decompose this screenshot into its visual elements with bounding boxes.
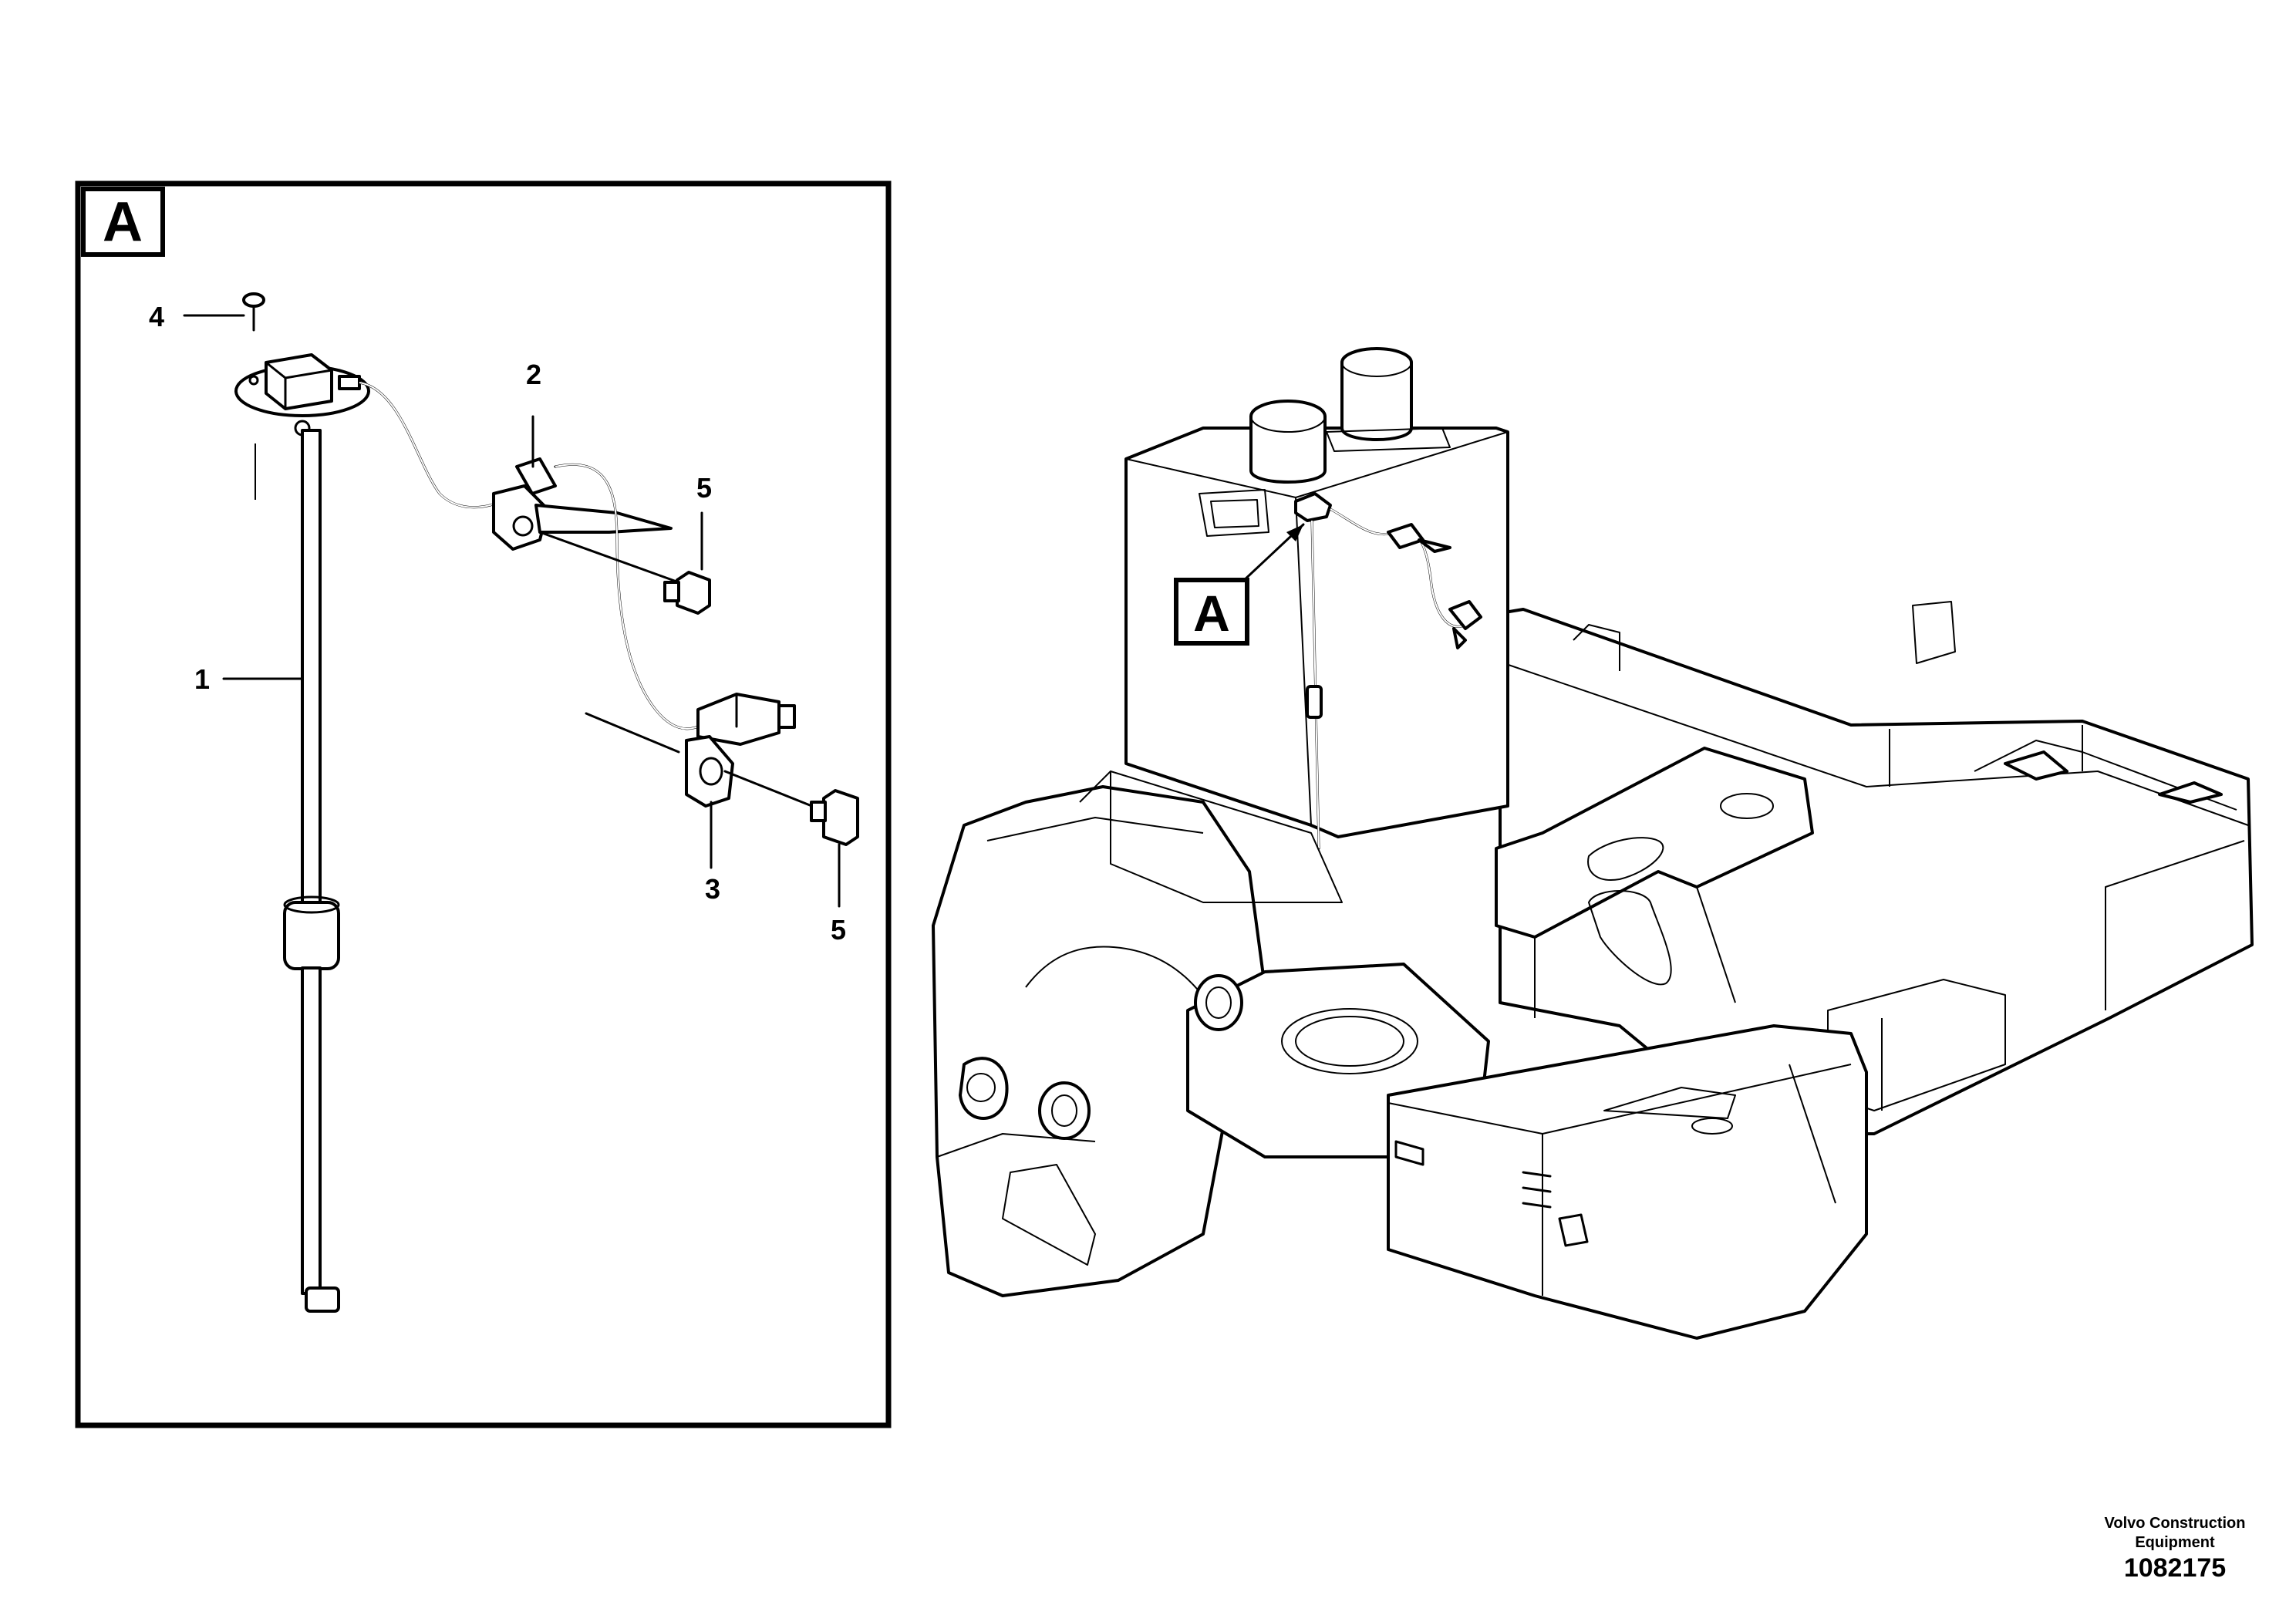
callout-5-upper: 5 [696, 472, 712, 504]
part-3-bracket [685, 735, 819, 869]
part-1-level-sensor [222, 353, 534, 1313]
part-5-bolt-upper [663, 511, 711, 615]
footer-drawing-number: 1082175 [2123, 1553, 2227, 1583]
part-4-screw [183, 292, 265, 332]
callout-3: 3 [705, 873, 720, 905]
detail-view-a: A [75, 180, 892, 1428]
callout-4: 4 [149, 301, 164, 332]
counterweight [1387, 1024, 1868, 1340]
callout-5-lower: 5 [831, 914, 846, 946]
front-frame [932, 785, 1266, 1297]
detail-frame [75, 180, 892, 1428]
fuel-tank [1124, 347, 1509, 850]
rear-frame [1499, 608, 2254, 1135]
part-2-cable-clip [492, 415, 703, 730]
view-marker-label: A [1193, 585, 1230, 642]
footer-company-line2: Equipment [2135, 1534, 2215, 1551]
callout-1: 1 [194, 663, 210, 695]
footer-block: Volvo Construction Equipment 1082175 [2052, 1514, 2296, 1583]
view-marker-box [1174, 578, 1249, 646]
detail-label: A [103, 191, 143, 253]
callout-2: 2 [526, 359, 541, 390]
machine-frame-view: A [932, 347, 2254, 1340]
part-5-bolt-lower [810, 789, 859, 908]
footer-company-line1: Volvo Construction [2104, 1515, 2246, 1532]
connector [585, 693, 796, 754]
detail-label-box [81, 187, 165, 257]
